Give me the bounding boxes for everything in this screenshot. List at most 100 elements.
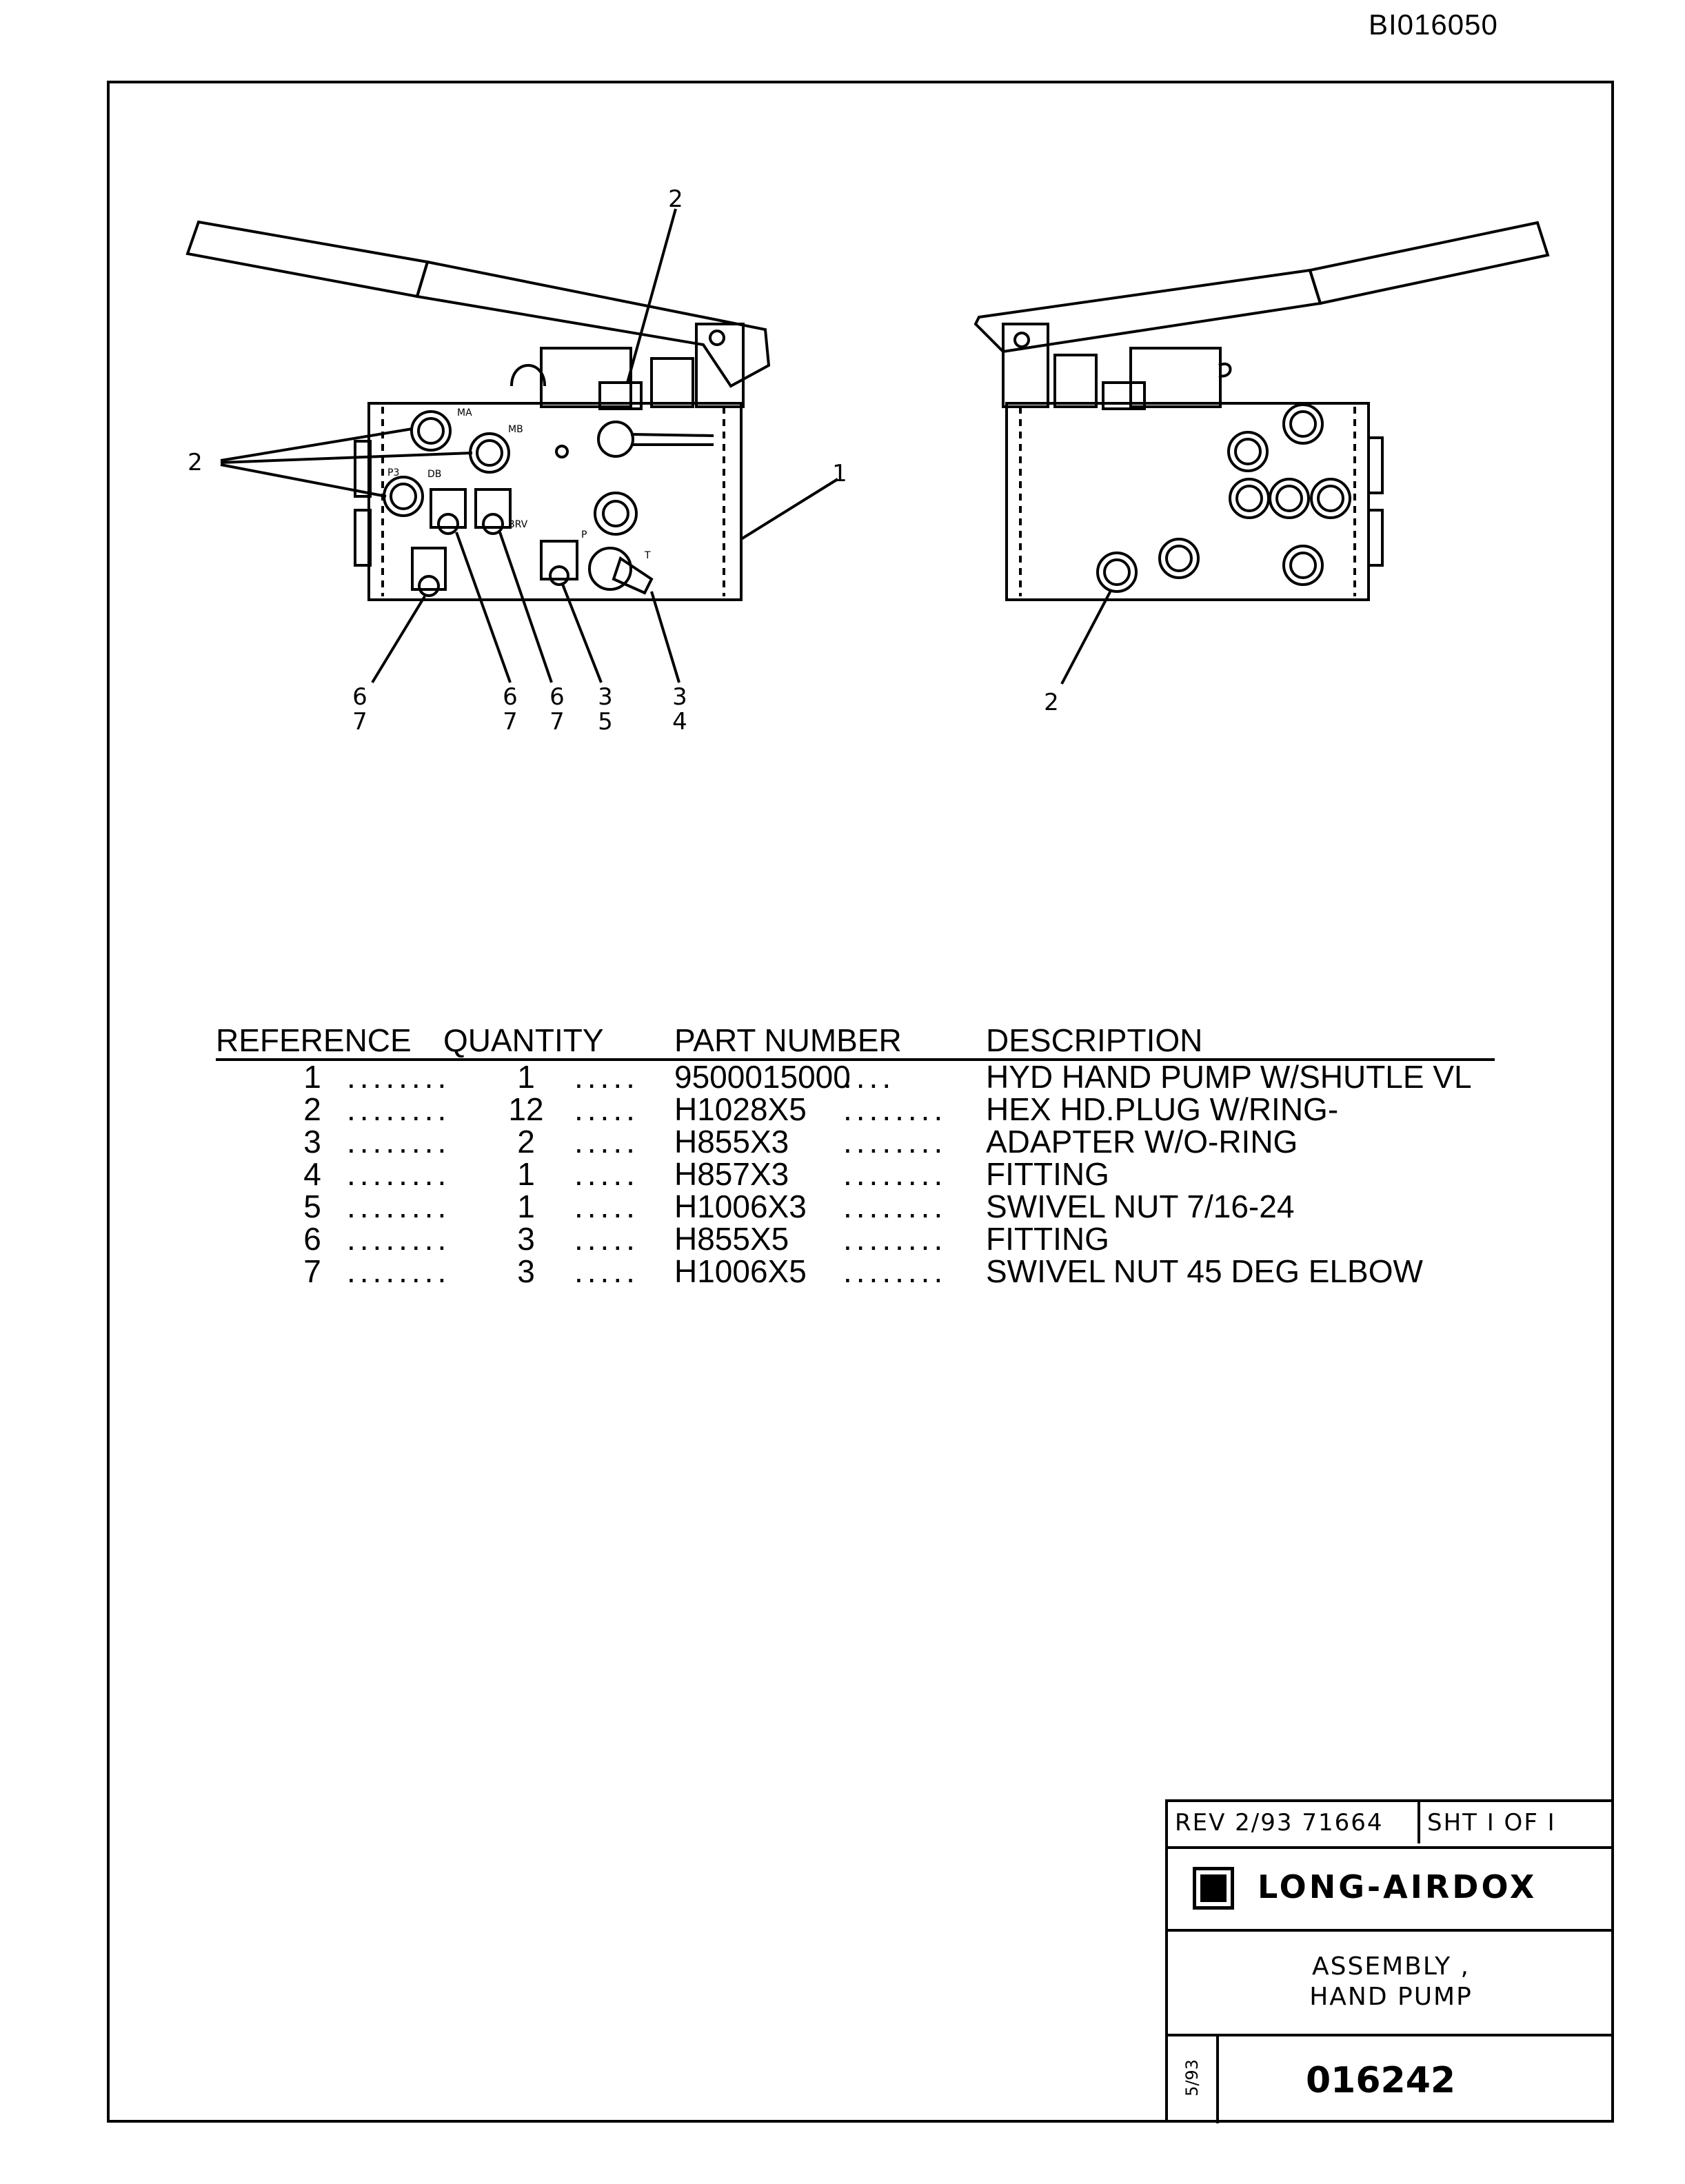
quantity-cell: 2	[517, 1124, 535, 1160]
reference-cell: 4	[303, 1156, 321, 1192]
description-cell: HEX HD.PLUG W/RING-	[986, 1091, 1339, 1127]
port-label-brv: BRV	[508, 519, 528, 530]
table-row: 5........ 1..... H1006X3........ SWIVEL NUT…	[216, 1191, 1495, 1223]
quantity-cell: 3	[517, 1221, 535, 1257]
callout-a-top: 6	[352, 683, 367, 711]
table-row: 3........ 2..... H855X3........ ADAPTER W/O…	[216, 1126, 1495, 1158]
leader-dots: ........	[843, 1221, 947, 1257]
table-row: 7........ 3..... H1006X5........ SWIVEL NUT…	[216, 1255, 1495, 1288]
part-number-cell: H1028X5	[674, 1091, 807, 1127]
leader-dots: ........	[843, 1156, 947, 1192]
part-number-cell: H855X5	[674, 1221, 789, 1257]
callout-d-bottom: 5	[598, 708, 613, 736]
description-cell: FITTING	[986, 1156, 1109, 1192]
leader-dots: ........	[347, 1156, 451, 1192]
callout-b-bottom: 7	[503, 708, 518, 736]
reference-cell: 5	[303, 1189, 321, 1224]
quantity-cell: 1	[517, 1189, 535, 1224]
leader-dots: ........	[347, 1059, 451, 1095]
part-number-cell: H1006X5	[674, 1253, 807, 1289]
part-number-cell: 9500015000	[674, 1059, 851, 1095]
header-reference: REFERENCE	[216, 1022, 412, 1058]
table-row: 1........ 1..... 9500015000.... HYD HAND PU…	[216, 1061, 1495, 1093]
table-row: 6........ 3..... H855X5........ FITTING	[216, 1223, 1495, 1255]
part-number-cell: H855X3	[674, 1124, 789, 1160]
callout-d-top: 3	[598, 683, 613, 711]
leader-dots: .....	[574, 1124, 639, 1160]
callout-front-right: 1	[832, 460, 847, 487]
header-quantity: QUANTITY	[443, 1022, 604, 1058]
company-logo-icon	[1193, 1867, 1234, 1910]
table-row: 4........ 1..... H857X3........ FITTING	[216, 1158, 1495, 1191]
quantity-cell: 3	[517, 1253, 535, 1289]
callout-e-bottom: 4	[672, 708, 687, 736]
leader-dots: .....	[574, 1189, 639, 1224]
leader-dots: ........	[843, 1253, 947, 1289]
leader-dots: ........	[843, 1091, 947, 1127]
drawing-number: 016242	[1306, 2060, 1456, 2101]
description-cell: SWIVEL NUT 45 DEG ELBOW	[986, 1253, 1423, 1289]
front-handle-grip	[185, 220, 430, 299]
callout-c-bottom: 7	[549, 708, 565, 736]
leader-dots: ........	[843, 1189, 947, 1224]
callout-e-top: 3	[672, 683, 687, 711]
front-handle-lever	[415, 260, 771, 388]
part-number-cell: H1006X3	[674, 1189, 807, 1224]
company-row: LONG-AIRDOX	[1168, 1846, 1614, 1932]
callout-front-left: 2	[188, 449, 203, 476]
company-name: LONG-AIRDOX	[1258, 1868, 1537, 1905]
leader-dots: ........	[347, 1253, 451, 1289]
leader-dots: .....	[574, 1059, 639, 1095]
callout-rear-bottom: 2	[1044, 689, 1059, 716]
rear-pump-body	[1005, 402, 1370, 601]
port-label-p: P	[581, 529, 587, 540]
leader-dots: .....	[574, 1091, 639, 1127]
leader-dots: ........	[347, 1189, 451, 1224]
description-cell: ADAPTER W/O-RING	[986, 1124, 1298, 1160]
rear-view	[973, 221, 1550, 685]
leader-dots: ........	[347, 1124, 451, 1160]
reference-cell: 1	[303, 1059, 321, 1095]
description-cell: SWIVEL NUT 7/16-24	[986, 1189, 1295, 1224]
part-number-cell: H857X3	[674, 1156, 789, 1192]
document-id: BI016050	[1369, 8, 1498, 41]
reference-cell: 7	[303, 1253, 321, 1289]
parts-list-header: REFERENCE QUANTITY PART NUMBER DESCRIPTI…	[216, 1022, 1495, 1061]
leader-dots: ........	[347, 1091, 451, 1127]
header-description: DESCRIPTION	[986, 1022, 1203, 1058]
parts-list: REFERENCE QUANTITY PART NUMBER DESCRIPTI…	[216, 1022, 1495, 1288]
callout-c-top: 6	[549, 683, 565, 711]
drawing-date: 5/93	[1182, 2059, 1202, 2096]
leader-dots: ....	[843, 1059, 896, 1095]
title-block: REV 2/93 71664 SHT I OF I LONG-AIRDOX AS…	[1165, 1799, 1614, 2123]
port-label-ma: MA	[457, 407, 472, 418]
quantity-cell: 1	[517, 1059, 535, 1095]
quantity-cell: 12	[508, 1091, 544, 1127]
leader-dots: .....	[574, 1221, 639, 1257]
rear-handle-grip	[1308, 221, 1550, 305]
port-label-p3: P3	[387, 467, 399, 478]
header-part-number: PART NUMBER	[674, 1022, 902, 1058]
front-view	[185, 208, 839, 684]
description-cell: FITTING	[986, 1221, 1109, 1257]
leader-dots: .....	[574, 1253, 639, 1289]
quantity-cell: 1	[517, 1156, 535, 1192]
sheet-info: SHT I OF I	[1417, 1802, 1613, 1843]
port-label-t: T	[644, 550, 651, 561]
drawing-number-row: 5/93 016242	[1168, 2034, 1614, 2125]
leader-dots: ........	[843, 1124, 947, 1160]
revision-row: REV 2/93 71664 SHT I OF I	[1168, 1802, 1614, 1849]
reference-cell: 2	[303, 1091, 321, 1127]
port-label-db: DB	[427, 469, 441, 480]
leader-dots: .....	[574, 1156, 639, 1192]
port-label-mb: MB	[508, 424, 523, 435]
table-row: 2........ 12..... H1028X5........ HEX HD.PL…	[216, 1093, 1495, 1126]
title-line-2: HAND PUMP	[1309, 1983, 1473, 2011]
drawing-date-cell: 5/93	[1168, 2034, 1219, 2123]
reference-cell: 6	[303, 1221, 321, 1257]
revision: REV 2/93 71664	[1175, 1809, 1384, 1837]
description-cell: HYD HAND PUMP W/SHUTLE VL	[986, 1059, 1472, 1095]
reference-cell: 3	[303, 1124, 321, 1160]
leader-dots: ........	[347, 1221, 451, 1257]
